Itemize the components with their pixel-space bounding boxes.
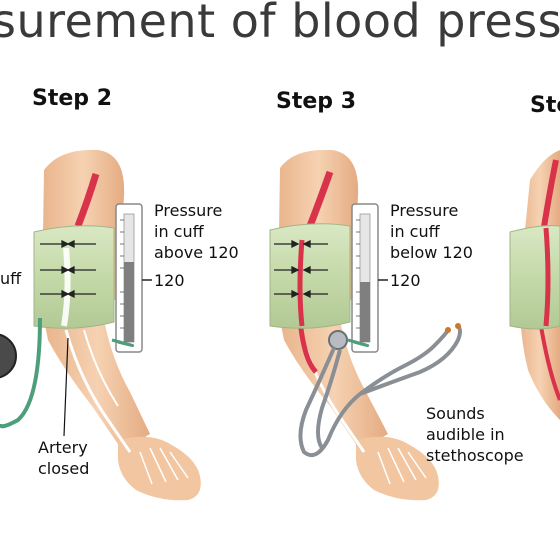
forearm: [44, 320, 150, 450]
cuff: [33, 225, 115, 329]
step-2-panel: [0, 149, 201, 501]
step-3-pressure-line-2: in cuff: [390, 222, 440, 241]
cuff: [509, 225, 560, 330]
artery-label-line-1: Artery: [38, 438, 88, 457]
step-3-gauge-value: 120: [390, 271, 421, 290]
step-3-pressure-line-3: below 120: [390, 243, 473, 262]
cuff-label: uff: [0, 269, 22, 288]
step-2-gauge-value: 120: [154, 271, 185, 290]
step-3-panel: [269, 149, 462, 501]
sounds-label-line-1: Sounds: [426, 404, 485, 423]
stethoscope: [298, 324, 462, 457]
step-4-label: Ste: [530, 93, 560, 118]
step-2-label: Step 2: [32, 86, 112, 111]
page-title: surement of blood press: [0, 0, 560, 48]
pressure-bulb: [0, 333, 17, 379]
step-2-pressure-line-1: Pressure: [154, 201, 223, 220]
step-2-pressure-line-3: above 120: [154, 243, 239, 262]
sounds-label-line-2: audible in: [426, 425, 505, 444]
step-3-pressure-line-1: Pressure: [390, 201, 459, 220]
sounds-label-line-3: stethoscope: [426, 446, 524, 465]
step-4-panel: [509, 150, 560, 420]
cuff: [269, 223, 351, 329]
step-3-label: Step 3: [276, 89, 356, 114]
artery-label-line-2: closed: [38, 459, 90, 478]
step-2-pressure-line-2: in cuff: [154, 222, 204, 241]
